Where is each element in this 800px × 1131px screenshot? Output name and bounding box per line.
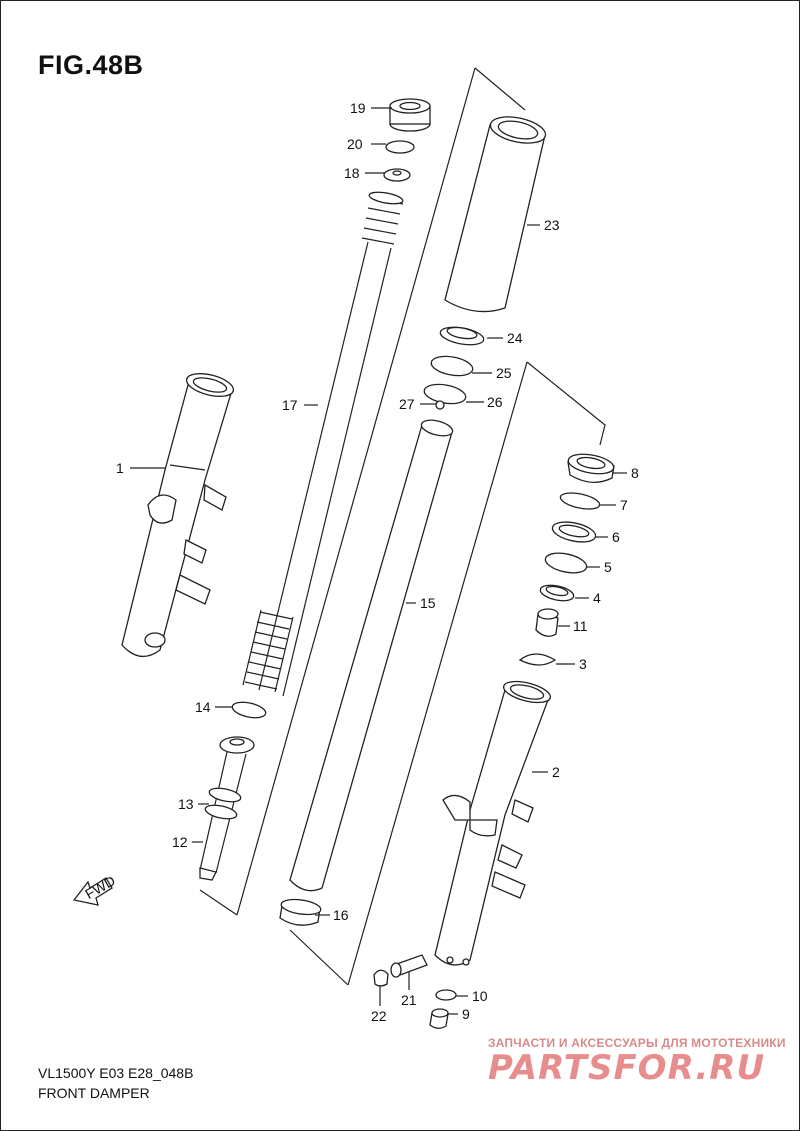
forward-direction-icon [72,877,113,906]
label-1: 1 [116,460,124,476]
label-27: 27 [399,396,415,412]
label-4: 4 [593,590,601,606]
part-11-bushing [535,608,559,637]
part-25-ring [430,355,474,377]
label-6: 6 [612,529,620,545]
label-8: 8 [631,465,639,481]
part-21-drain-bolt [390,954,428,978]
part-17-damper-rod [242,191,404,697]
part-6-oil-seal [551,521,597,543]
model-code: VL1500Y E03 E28_048B [38,1065,194,1081]
assembly-outline [199,67,606,986]
part-8-dust-seal [567,453,615,483]
part-number-labels: 19 20 18 23 24 25 26 27 17 1 8 7 6 5 4 1… [116,100,639,1024]
label-23: 23 [544,217,560,233]
label-7: 7 [620,497,628,513]
part-24-seal [439,326,485,346]
part-20-o-ring [385,140,415,154]
part-1-outer-tube [121,373,235,657]
label-25: 25 [496,365,512,381]
part-26-ring [423,383,467,405]
part-22-cap [373,969,389,987]
label-3: 3 [579,656,587,672]
part-4-guide-bushing [539,584,575,602]
label-11: 11 [573,618,588,634]
label-9: 9 [462,1006,470,1022]
part-13-ring [204,787,242,820]
part-7-clip [559,492,601,510]
label-19: 19 [350,100,366,116]
label-17: 17 [282,397,298,413]
part-2-outer-tube [434,680,552,966]
part-10-gasket [435,989,457,1001]
label-2: 2 [552,764,560,780]
part-19-cap-bolt [389,98,431,132]
label-20: 20 [347,136,363,152]
label-10: 10 [472,988,488,1004]
part-5-washer [544,552,588,574]
part-16-bushing [279,898,322,926]
part-14-ring [231,701,267,719]
footer-caption: VL1500Y E03 E28_048B FRONT DAMPER [38,1063,193,1103]
figure-title: FIG.48B [38,50,144,80]
watermark-caption: ЗАПЧАСТИ И АКСЕССУАРЫ ДЛЯ МОТОТЕХНИКИ [488,1036,786,1050]
watermark-logo: PARTSFOR.RU [488,1048,766,1088]
label-16: 16 [333,907,349,923]
part-15-inner-tube [289,419,454,892]
part-27-pin [435,400,445,410]
label-5: 5 [604,559,612,575]
label-21: 21 [401,992,417,1008]
fwd-label: FWD [82,872,118,902]
label-14: 14 [195,699,211,715]
watermark: ЗАПЧАСТИ И АКСЕССУАРЫ ДЛЯ МОТОТЕХНИКИ PA… [488,1036,786,1088]
section-name: FRONT DAMPER [38,1085,150,1101]
label-13: 13 [178,796,194,812]
label-26: 26 [487,394,503,410]
part-3-snap-ring [518,653,557,666]
part-23-fork-tube [444,116,547,313]
part-18-spacer [383,168,411,182]
label-22: 22 [371,1008,387,1024]
label-24: 24 [507,330,523,346]
label-18: 18 [344,165,360,181]
leader-lines [130,107,627,1015]
label-15: 15 [420,595,436,611]
part-9-bolt [429,1008,449,1029]
label-12: 12 [172,834,188,850]
